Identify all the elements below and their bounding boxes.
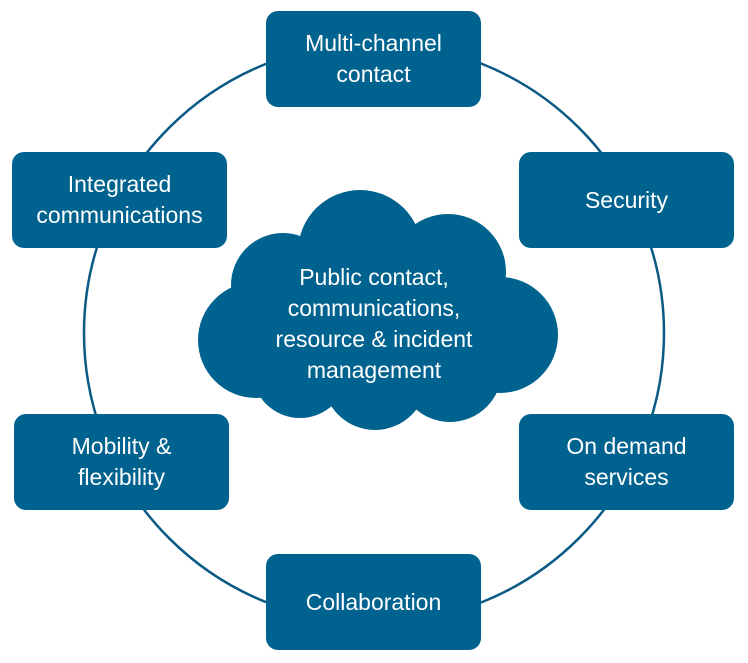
node-collaboration: Collaboration bbox=[266, 554, 481, 650]
center-label-line: Public contact, bbox=[299, 264, 449, 290]
center-cloud-shape bbox=[198, 190, 558, 430]
center-label-line: management bbox=[306, 357, 442, 383]
node-label-line: contact bbox=[336, 61, 411, 87]
node-label-line: Multi-channel bbox=[305, 30, 442, 56]
node-security: Security bbox=[519, 152, 734, 248]
node-mobility-flexibility: Mobility & flexibility bbox=[14, 414, 229, 510]
node-label-line: On demand bbox=[566, 433, 687, 459]
node-label-line: communications bbox=[36, 202, 203, 228]
node-integrated-communications: Integrated communications bbox=[12, 152, 227, 248]
node-label-line: flexibility bbox=[78, 464, 165, 490]
node-on-demand-services: On demand services bbox=[519, 414, 734, 510]
node-label-line: Security bbox=[584, 186, 669, 213]
node-label-line: Mobility & bbox=[71, 433, 172, 459]
node-multi-channel-contact: Multi-channel contact bbox=[266, 11, 481, 107]
center-label-line: communications, bbox=[287, 295, 461, 321]
node-label-line: Integrated bbox=[67, 171, 172, 197]
center-label: Public contact, communications, resource… bbox=[228, 262, 520, 386]
center-label-line: resource & incident bbox=[275, 326, 473, 352]
node-label-line: Collaboration bbox=[305, 588, 442, 615]
node-label-line: services bbox=[584, 464, 669, 490]
